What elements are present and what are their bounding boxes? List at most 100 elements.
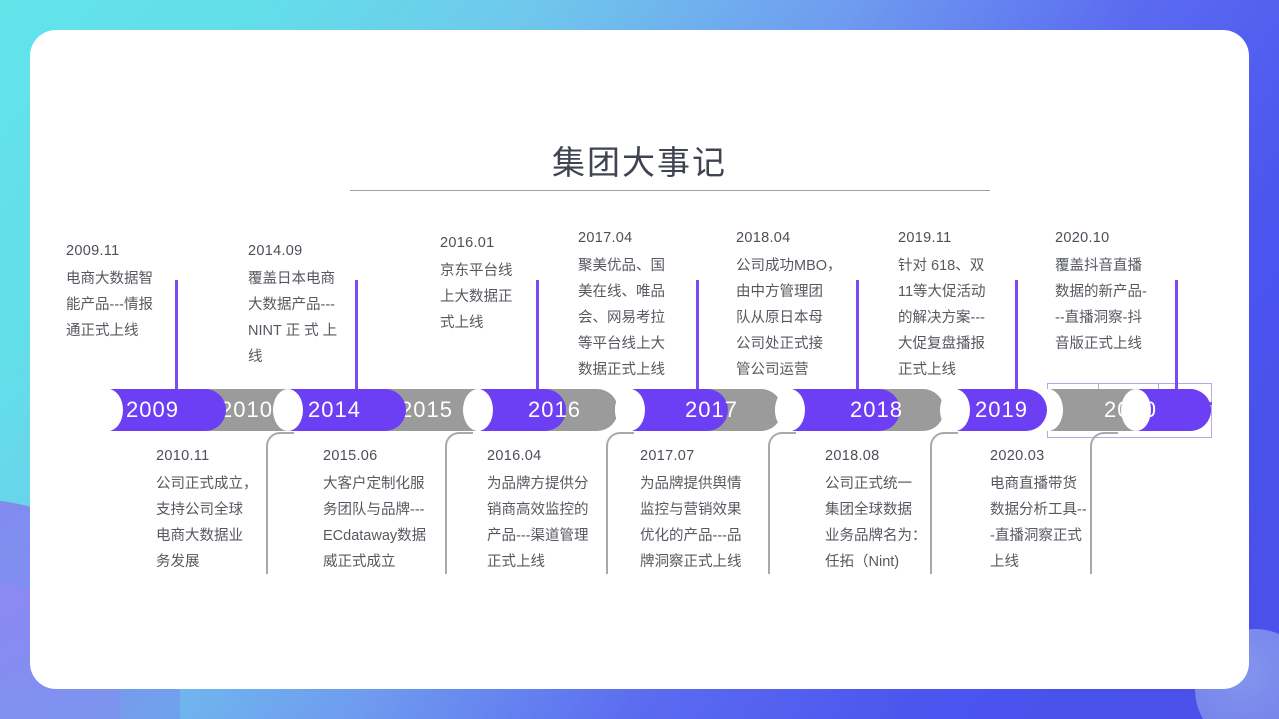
event-line: 公司处正式接 xyxy=(736,336,823,352)
event-line: 优化的产品---品 xyxy=(640,528,742,544)
event-line: 数据正式上线 xyxy=(578,362,665,378)
event-date: 2019.11 xyxy=(898,230,952,246)
event-line: 正式上线 xyxy=(487,554,545,570)
event-line: 业务品牌名为： xyxy=(825,528,927,544)
content-card: 集团大事记 xyxy=(30,30,1249,689)
event-block-top: 2020.10 覆盖抖音直播 数据的新产品- --直播洞察-抖 音版正式上线 xyxy=(1055,230,1173,357)
timeline-marker-2017[interactable]: 2017 xyxy=(615,389,737,431)
event-line: 销商高效监控的 xyxy=(487,502,589,518)
event-line: 音版正式上线 xyxy=(1055,336,1142,352)
event-date: 2018.08 xyxy=(825,448,880,464)
event-body: 聚美优品、国 美在线、唯品 会、网易考拉 等平台线上大 数据正式上线 xyxy=(578,253,696,383)
event-body: 为品牌方提供分 销商高效监控的 产品---渠道管理 正式上线 xyxy=(487,471,627,575)
timeline-year-label: 2017 xyxy=(685,397,738,422)
event-line: 正式上线 xyxy=(898,362,956,378)
timeline-year-label: 2014 xyxy=(308,397,361,422)
event-line: ECdataway数据 xyxy=(323,528,427,544)
event-block-top: 2009.11 电商大数据智 能产品---情报 通正式上线 xyxy=(66,243,184,344)
timeline-marker-2009[interactable]: 2009 xyxy=(93,389,226,431)
event-block-top: 2019.11 针对 618、双 11等大促活动 的解决方案--- 大促复盘播报… xyxy=(898,230,1016,383)
event-block-bottom: 2020.03 电商直播带货 数据分析工具-- -直播洞察正式 上线 xyxy=(990,448,1120,575)
timeline-marker-2014[interactable]: 2014 xyxy=(273,389,406,431)
event-line: 的解决方案--- xyxy=(898,310,985,326)
event-date: 2018.04 xyxy=(736,230,791,246)
connector-bottom-2010 xyxy=(266,432,294,574)
event-line: 支持公司全球 xyxy=(156,502,243,518)
event-block-bottom: 2018.08 公司正式统一 集团全球数据 业务品牌名为： 任拓（Nint) xyxy=(825,448,951,575)
timeline-marker-2020-body[interactable]: 2020 xyxy=(1104,389,1211,431)
timeline-marker-2018[interactable]: 2018 xyxy=(775,389,903,431)
connector-bottom-2016 xyxy=(606,432,634,574)
event-line: 威正式成立 xyxy=(323,554,396,570)
page-title: 集团大事记 xyxy=(552,144,727,181)
event-block-top: 2016.01 京东平台线 上大数据正 式上线 xyxy=(440,235,558,336)
event-date: 2017.07 xyxy=(640,448,695,464)
timeline-marker-2016[interactable]: 2016 xyxy=(463,389,580,431)
connector-bottom-2018 xyxy=(930,432,958,574)
event-line: 务团队与品牌--- xyxy=(323,502,425,518)
event-line: 监控与营销效果 xyxy=(640,502,742,518)
event-line: 任拓（Nint) xyxy=(825,554,900,570)
event-line: 覆盖抖音直播 xyxy=(1055,258,1142,274)
event-line: 京东平台线 xyxy=(440,263,513,279)
event-line: 覆盖日本电商 xyxy=(248,271,335,287)
event-body: 覆盖抖音直播 数据的新产品- --直播洞察-抖 音版正式上线 xyxy=(1055,253,1173,357)
event-date: 2017.04 xyxy=(578,230,633,246)
event-line: 式上线 xyxy=(440,315,484,331)
event-line: 数据的新产品- xyxy=(1055,284,1147,300)
event-date: 2014.09 xyxy=(248,243,303,259)
event-line: --直播洞察-抖 xyxy=(1055,310,1142,326)
timeline-year-label: 2010 xyxy=(220,397,273,422)
connector-bottom-2020 xyxy=(1090,432,1118,574)
event-block-bottom: 2017.07 为品牌提供舆情 监控与营销效果 优化的产品---品 牌洞察正式上… xyxy=(640,448,780,575)
event-block-bottom: 2015.06 大客户定制化服 务团队与品牌--- ECdataway数据 威正… xyxy=(323,448,461,575)
event-line: 电商大数据智 xyxy=(66,271,153,287)
event-line: 集团全球数据 xyxy=(825,502,912,518)
event-line: 为品牌提供舆情 xyxy=(640,476,742,492)
timeline-year-label: 2020 xyxy=(1104,397,1157,422)
event-block-bottom: 2010.11 公司正式成立， 支持公司全球 电商大数据业 务发展 xyxy=(156,448,282,575)
event-line: 队从原日本母 xyxy=(736,310,823,326)
event-line: 产品---渠道管理 xyxy=(487,528,589,544)
event-date: 2009.11 xyxy=(66,243,120,259)
connector-bottom-2017 xyxy=(768,432,796,574)
timeline-year-label: 2018 xyxy=(850,397,903,422)
event-line: -直播洞察正式 xyxy=(990,528,1082,544)
event-body: 公司正式统一 集团全球数据 业务品牌名为： 任拓（Nint) xyxy=(825,471,951,575)
event-body: 大客户定制化服 务团队与品牌--- ECdataway数据 威正式成立 xyxy=(323,471,461,575)
event-block-top: 2014.09 覆盖日本电商 大数据产品--- NINT 正 式 上 线 xyxy=(248,243,366,370)
event-body: 电商直播带货 数据分析工具-- -直播洞察正式 上线 xyxy=(990,471,1120,575)
event-body: 针对 618、双 11等大促活动 的解决方案--- 大促复盘播报 正式上线 xyxy=(898,253,1016,383)
event-line: 会、网易考拉 xyxy=(578,310,665,326)
event-date: 2015.06 xyxy=(323,448,378,464)
connector-bottom-2015 xyxy=(445,432,473,574)
event-line: 数据分析工具-- xyxy=(990,502,1087,518)
connector-top-2018 xyxy=(856,280,893,405)
event-line: 牌洞察正式上线 xyxy=(640,554,742,570)
event-line: NINT 正 式 上 xyxy=(248,323,338,339)
timeline-year-label: 2015 xyxy=(400,397,453,422)
event-line: 等平台线上大 xyxy=(578,336,665,352)
timeline-marker-2019[interactable]: 2019 xyxy=(940,389,1047,431)
event-block-bottom: 2016.04 为品牌方提供分 销商高效监控的 产品---渠道管理 正式上线 xyxy=(487,448,627,575)
connector-top-2019 xyxy=(1015,280,1052,405)
event-body: 电商大数据智 能产品---情报 通正式上线 xyxy=(66,266,184,344)
event-line: 管公司运营 xyxy=(736,362,809,378)
event-body: 公司成功MBO， 由中方管理团 队从原日本母 公司处正式接 管公司运营 xyxy=(736,253,854,383)
event-line: 上大数据正 xyxy=(440,289,513,305)
event-line: 聚美优品、国 xyxy=(578,258,665,274)
event-block-top: 2018.04 公司成功MBO， 由中方管理团 队从原日本母 公司处正式接 管公… xyxy=(736,230,854,383)
title-divider xyxy=(350,190,990,191)
event-line: 由中方管理团 xyxy=(736,284,823,300)
event-line: 线 xyxy=(248,349,263,365)
event-block-top: 2017.04 聚美优品、国 美在线、唯品 会、网易考拉 等平台线上大 数据正式… xyxy=(578,230,696,383)
timeline-year-label: 2009 xyxy=(126,397,179,422)
event-date: 2016.04 xyxy=(487,448,542,464)
event-line: 为品牌方提供分 xyxy=(487,476,589,492)
event-line: 能产品---情报 xyxy=(66,297,153,313)
event-line: 务发展 xyxy=(156,554,200,570)
event-line: 电商直播带货 xyxy=(990,476,1077,492)
event-date: 2020.03 xyxy=(990,448,1045,464)
event-line: 针对 618、双 xyxy=(898,258,985,274)
